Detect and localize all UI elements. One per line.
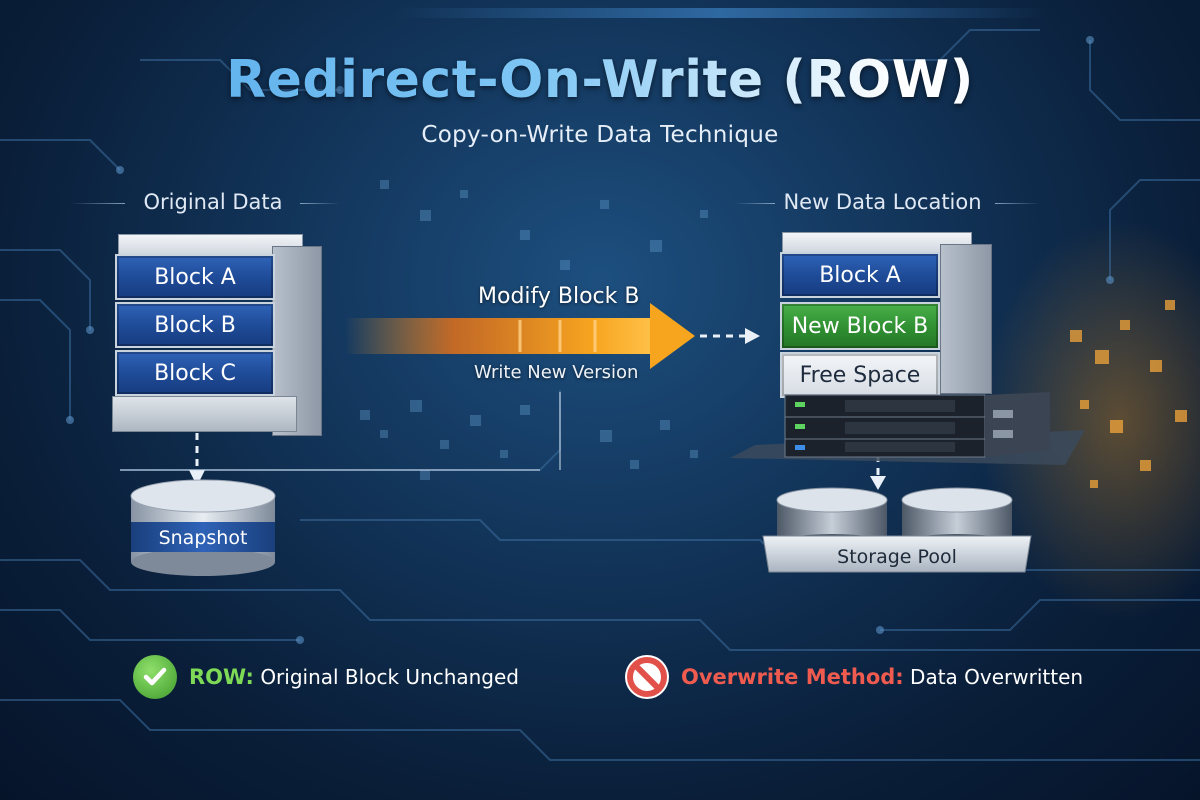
legend-row-key: ROW: [189, 665, 254, 689]
snapshot-label: Snapshot [158, 527, 248, 549]
legend-row: ROW: Original Block Unchanged [133, 655, 519, 699]
stack-base [112, 396, 297, 432]
left-panel-heading: Original Data [143, 190, 283, 214]
modify-arrow-sublabel: Write New Version [474, 362, 639, 383]
legend-overwrite-key: Overwrite Method: [681, 665, 904, 689]
page-title: Redirect-On-Write (ROW) [0, 50, 1200, 110]
block-b: Block B [115, 302, 275, 348]
modify-arrow-label: Modify Block B [478, 284, 640, 309]
block-c: Block C [115, 350, 275, 396]
server-rack [730, 392, 1085, 465]
right-block-a: Block A [780, 252, 940, 298]
modify-arrow [345, 303, 695, 369]
legend-row-text: ROW: Original Block Unchanged [189, 665, 519, 689]
storage-pool-shape [762, 487, 1032, 573]
cylinder-shape [130, 479, 276, 576]
legend-overwrite: Overwrite Method: Data Overwritten [625, 655, 1083, 699]
block-a: Block A [115, 254, 275, 300]
heading-rule-left-2 [300, 203, 340, 204]
check-icon [133, 655, 177, 699]
legend-overwrite-desc: Data Overwritten [910, 665, 1084, 689]
storage-pool-label: Storage Pool [837, 546, 957, 568]
page-subtitle: Copy-on-Write Data Technique [421, 122, 779, 148]
legend-row-desc: Original Block Unchanged [260, 665, 519, 689]
new-block-b: New Block B [780, 302, 940, 350]
legend-overwrite-text: Overwrite Method: Data Overwritten [681, 665, 1083, 689]
heading-rule-right [735, 203, 775, 204]
prohibited-icon [625, 655, 669, 699]
right-panel-heading: New Data Location [783, 190, 982, 214]
right-stack-side-face [940, 244, 992, 394]
heading-rule-left [70, 203, 125, 204]
heading-rule-right-2 [995, 203, 1040, 204]
